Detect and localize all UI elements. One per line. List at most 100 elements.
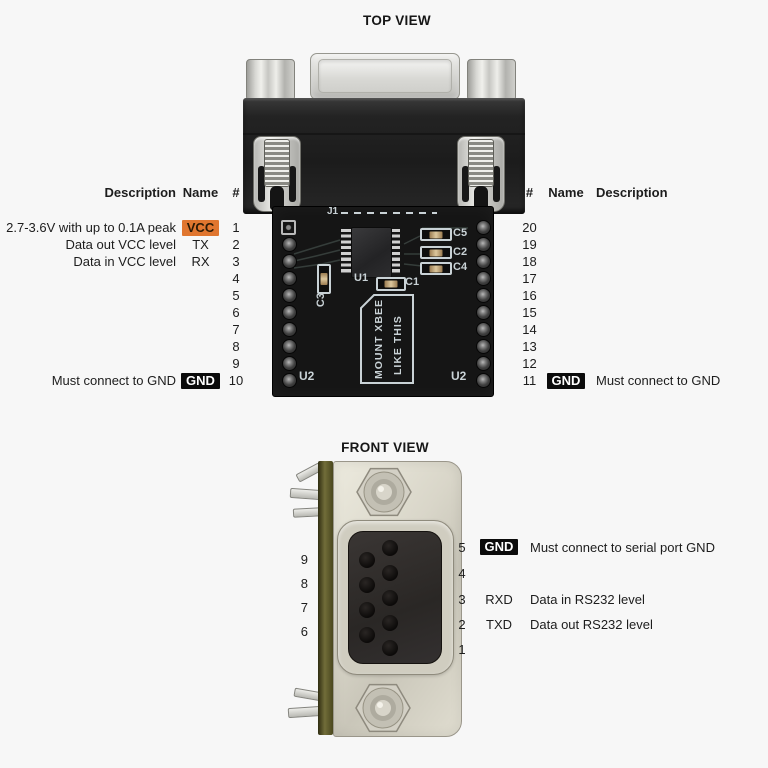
ic-pins-right	[390, 229, 400, 275]
board-hole	[476, 322, 491, 337]
silkscreen-c4: C4	[453, 261, 468, 273]
pin-number: 4	[232, 271, 240, 286]
board-hole	[282, 237, 297, 252]
pin-name: VCC	[176, 219, 225, 236]
pin-number: 19	[522, 237, 537, 252]
board-hole	[476, 237, 491, 252]
pin-number: 18	[522, 254, 537, 269]
header-description: Description	[596, 185, 668, 200]
front-screw-top	[356, 467, 412, 517]
pin-description: Must connect to GND	[596, 373, 721, 388]
pin-number: 7	[232, 322, 240, 337]
board-hole	[476, 373, 491, 388]
gnd-badge: GND	[479, 539, 519, 555]
socket-hole-1	[382, 640, 398, 656]
silkscreen-u2-left: U2	[299, 369, 315, 383]
board-hole	[282, 356, 297, 371]
pin-number: 2	[232, 237, 240, 252]
pin-number: 9	[232, 356, 240, 371]
capacitor-c5	[420, 228, 452, 241]
silkscreen-c5: C5	[453, 227, 468, 239]
pin-row-15: 15	[518, 304, 766, 321]
pin-description: Data in VCC level	[73, 254, 176, 269]
board-hole	[282, 339, 297, 354]
vcc-badge: VCC	[181, 219, 220, 236]
front-pin-label-7: 7	[300, 600, 308, 615]
pin-row-14: 14	[518, 321, 766, 338]
pin-description: 2.7-3.6V with up to 0.1A peak	[6, 220, 176, 235]
db9-top-shell-face	[318, 59, 452, 93]
pin-number: 4	[458, 565, 466, 581]
pin-row-19: 19	[518, 236, 766, 253]
pin-name: TX	[192, 237, 209, 252]
board-hole	[282, 305, 297, 320]
front-pin-label-9: 9	[300, 552, 308, 567]
pin-row-6: 6	[0, 304, 247, 321]
board-hole	[282, 254, 297, 269]
silkscreen-u1: U1	[354, 272, 369, 284]
socket-hole-8	[359, 577, 375, 593]
board-hole	[282, 322, 297, 337]
silkscreen-dashed-line	[341, 212, 437, 214]
pin-number: 8	[232, 339, 240, 354]
board-hole	[476, 288, 491, 303]
silkscreen-j1: J1	[327, 206, 339, 217]
header-name: Name	[182, 185, 219, 200]
jackscrew-nut-right	[467, 59, 516, 101]
pin-number: 5	[458, 539, 466, 555]
capacitor-c1	[376, 277, 406, 291]
jackscrew-left	[253, 136, 301, 212]
front-pin-label-6: 6	[300, 624, 308, 639]
pin-row-20: 20	[518, 219, 766, 236]
pin-number: 1	[232, 220, 240, 235]
board-hole	[476, 356, 491, 371]
pin-description: Must connect to serial port GND	[530, 539, 715, 555]
pin-row-4: 4	[0, 270, 247, 287]
pin-row-1: 2.7-3.6V with up to 0.1A peak VCC 1	[0, 219, 247, 236]
front-pin-row-3: 3 RXD Data in RS232 level	[452, 590, 752, 608]
socket-hole-6	[359, 627, 375, 643]
header-number: #	[525, 185, 534, 200]
pin-name: RXD	[485, 591, 513, 607]
board-hole	[282, 373, 297, 388]
silkscreen-mount-xbee: MOUNT XBEE	[373, 299, 385, 379]
pin-row-3: Data in VCC level RX 3	[0, 253, 247, 270]
gnd-badge: GND	[181, 372, 220, 389]
pin-row-10: Must connect to GND GND 10	[0, 372, 247, 389]
board-hole	[282, 271, 297, 286]
xbee-outline: MOUNT XBEE LIKE THIS	[360, 294, 414, 384]
capacitor-c4	[420, 262, 452, 275]
header-name: Name	[548, 185, 584, 200]
pin-number: 11	[522, 373, 537, 388]
silkscreen-like-this: LIKE THIS	[392, 315, 404, 375]
jackscrew-right	[457, 136, 505, 212]
pin-description: Data out VCC level	[65, 237, 176, 252]
pin-number: 3	[232, 254, 240, 269]
ic-chip	[351, 227, 392, 278]
socket-hole-9	[359, 552, 375, 568]
pin-row-17: 17	[518, 270, 766, 287]
socket-hole-5	[382, 540, 398, 556]
socket-hole-3	[382, 590, 398, 606]
front-pin-label-8: 8	[300, 576, 308, 591]
silkscreen-c1: C1	[405, 276, 420, 288]
pcb-edge	[318, 461, 333, 735]
silkscreen-u2-right: U2	[451, 369, 467, 383]
front-screw-bottom	[355, 683, 411, 733]
pin-number: 20	[522, 220, 537, 235]
pin-row-5: 5	[0, 287, 247, 304]
pin-row-11: 11 GND Must connect to GND	[518, 372, 766, 389]
pin-description: Data out RS232 level	[530, 616, 653, 632]
header-number: #	[232, 185, 240, 200]
front-pin-row-1: 1	[452, 640, 752, 658]
front-pin-row-5: 5 GND Must connect to serial port GND	[452, 538, 752, 556]
pin-number: 15	[522, 305, 537, 320]
pin-row-8: 8	[0, 338, 247, 355]
pin-number: 16	[522, 288, 537, 303]
pin-row-2: Data out VCC level TX 2	[0, 236, 247, 253]
board-hole	[476, 339, 491, 354]
pin-number: 5	[232, 288, 240, 303]
board-hole	[476, 220, 491, 235]
pin-number: 2	[458, 616, 466, 632]
